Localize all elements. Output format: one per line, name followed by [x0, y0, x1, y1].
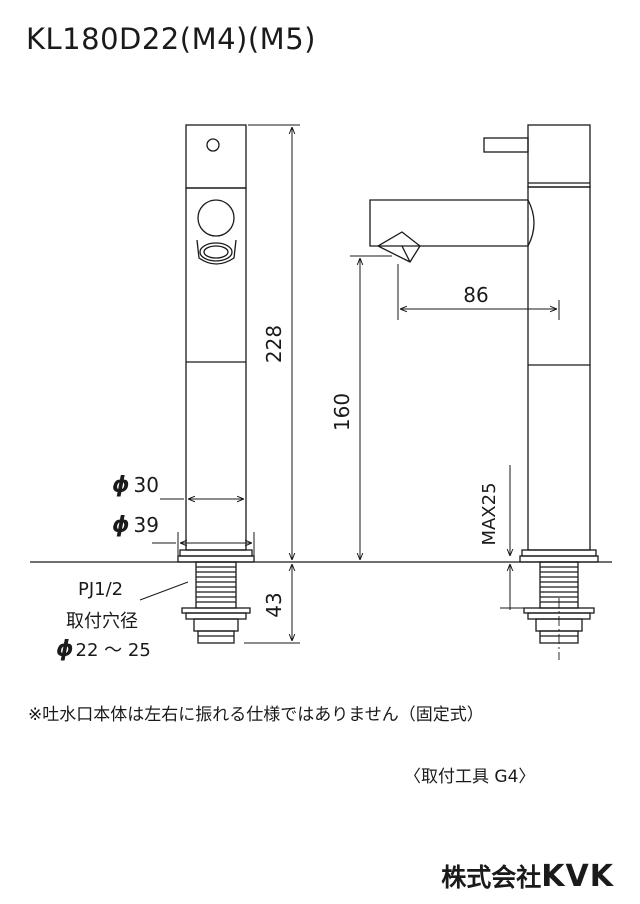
handle-hole — [206, 138, 220, 152]
aerator-front — [197, 199, 235, 237]
brand-name: KVK — [541, 859, 614, 894]
install-tool-note: 〈取付工具 G4〉 — [404, 767, 536, 787]
dim-spout-height: 160 — [330, 393, 354, 431]
dim-max-thickness: MAX25 — [479, 482, 500, 545]
dim-total-height: 228 — [262, 325, 286, 363]
hole-label: 取付穴径 — [66, 611, 138, 632]
company-logo: 株式会社KVK — [441, 858, 614, 894]
thread-label: PJ1/2 — [78, 579, 123, 600]
dim-spout-reach: 86 — [463, 283, 488, 307]
dim-below-counter: 43 — [262, 592, 286, 617]
phi-symbol: ϕ — [112, 513, 130, 538]
model-title: KL180D22(M4)(M5) — [26, 22, 316, 56]
dimension-lines — [139, 124, 560, 644]
company-name: 株式会社 — [441, 863, 542, 892]
fixed-spout-note: ※吐水口本体は左右に振れる仕様ではありません（固定式） — [28, 705, 484, 725]
phi-symbol: ϕ — [56, 637, 74, 662]
side-view — [369, 124, 599, 660]
phi-symbol: ϕ — [112, 473, 130, 498]
front-view — [177, 124, 255, 644]
